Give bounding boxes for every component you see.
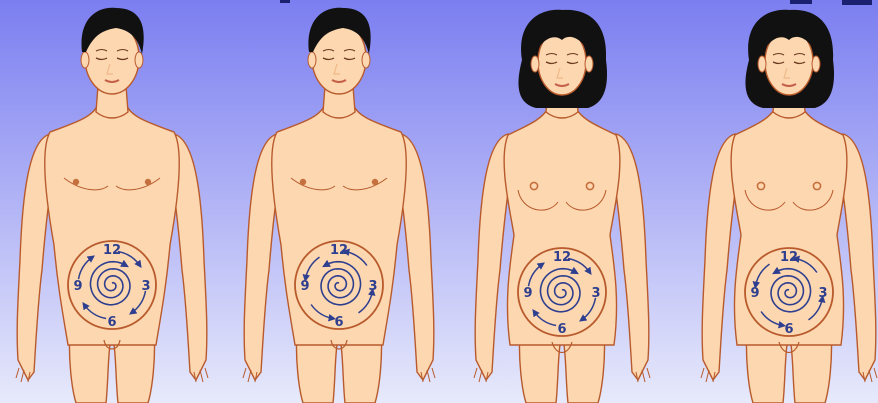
right-ear <box>812 56 820 72</box>
right-ear <box>585 56 593 72</box>
right-nipple <box>145 179 151 185</box>
clock-label-3: 3 <box>368 279 377 294</box>
clock-label-9: 9 <box>750 286 759 301</box>
left-nipple <box>73 179 79 185</box>
left-ear <box>531 56 539 72</box>
clock-label-6: 6 <box>557 322 566 337</box>
right-ear <box>362 52 370 68</box>
clock-label-6: 6 <box>784 322 793 337</box>
clock-label-9: 9 <box>73 279 82 294</box>
clock-label-3: 3 <box>818 286 827 301</box>
clock-label-12: 12 <box>553 250 571 265</box>
left-ear <box>81 52 89 68</box>
torso <box>45 108 179 345</box>
left-ear <box>758 56 766 72</box>
clock-label-3: 3 <box>591 286 600 301</box>
clock-label-12: 12 <box>330 243 348 258</box>
clock-label-12: 12 <box>780 250 798 265</box>
clock-label-6: 6 <box>107 315 116 330</box>
left-ear <box>308 52 316 68</box>
right-nipple <box>372 179 378 185</box>
torso <box>272 108 406 345</box>
clock-label-9: 9 <box>300 279 309 294</box>
left-nipple <box>300 179 306 185</box>
clock-label-12: 12 <box>103 243 121 258</box>
clock-label-9: 9 <box>523 286 532 301</box>
right-ear <box>135 52 143 68</box>
clock-label-3: 3 <box>141 279 150 294</box>
clock-label-6: 6 <box>334 315 343 330</box>
